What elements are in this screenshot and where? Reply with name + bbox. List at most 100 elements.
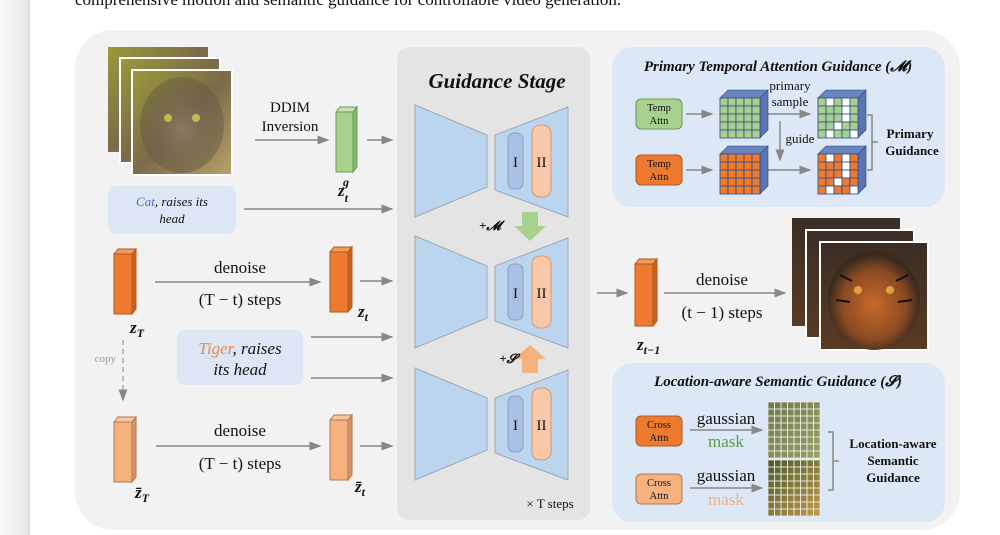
attention-cell — [727, 185, 737, 195]
zbarT-label: z̄T — [134, 483, 150, 505]
semantic-guidance-line1: Location-aware — [849, 436, 936, 451]
attention-cell — [817, 169, 827, 179]
attention-cell — [833, 113, 843, 123]
attention-cell — [727, 97, 737, 107]
zt-label: zt — [357, 302, 369, 324]
mask-cell — [813, 508, 821, 517]
generated-video-frames — [792, 218, 929, 351]
attention-cell — [751, 113, 761, 123]
attention-cell — [743, 177, 753, 187]
tiger-prompt-line1: Tiger, raises — [198, 339, 282, 358]
attention-cell — [719, 153, 729, 163]
temp-attn-source-line2: Attn — [650, 116, 669, 127]
attention-cell — [849, 105, 859, 115]
ddim-label-2: Inversion — [262, 119, 319, 135]
attention-cell — [735, 177, 745, 187]
attention-cell — [849, 161, 859, 171]
attention-cell — [719, 177, 729, 187]
zT-label: zT — [129, 318, 145, 340]
attention-cube — [817, 89, 867, 139]
attention-cell — [817, 129, 827, 139]
zbart-label: z̄t — [354, 477, 366, 499]
attention-cube — [817, 145, 867, 195]
cross-attn-source-box — [635, 415, 683, 447]
cross-attn-target-line1: Cross — [647, 478, 671, 489]
attention-cell — [719, 97, 729, 107]
attention-cell — [833, 153, 843, 163]
primary-label-2: sample — [772, 94, 809, 109]
attention-cell — [825, 177, 835, 187]
attention-cell — [751, 185, 761, 195]
block-I-label: I — [513, 418, 518, 434]
attention-cell — [825, 169, 835, 179]
attention-cell — [743, 113, 753, 123]
attention-cell — [743, 105, 753, 115]
gaussian-label-2: gaussian — [697, 466, 756, 485]
attention-cell — [825, 97, 835, 107]
attention-cell — [727, 153, 737, 163]
attention-cell — [817, 153, 827, 163]
block-II — [531, 124, 552, 198]
semantic-guidance-line2: Semantic — [867, 453, 919, 468]
attention-cell — [751, 105, 761, 115]
denoise-label-bottom: denoise — [214, 421, 266, 440]
attention-cell — [833, 185, 843, 195]
attention-cell — [719, 129, 729, 139]
attention-cell — [841, 153, 851, 163]
attention-cell — [735, 97, 745, 107]
masked-attention-map — [767, 459, 821, 517]
primary-guidance-line1: Primary — [887, 126, 934, 141]
ddim-label-1: DDIM — [270, 100, 310, 116]
attention-cell — [751, 161, 761, 171]
masked-attention-map — [767, 401, 821, 459]
plus-S-label: +𝓢 — [499, 351, 520, 366]
temp-attn-target-line1: Temp — [647, 159, 671, 170]
attention-cell — [751, 169, 761, 179]
attention-cell — [743, 129, 753, 139]
attention-cell — [727, 113, 737, 123]
attention-cell — [825, 185, 835, 195]
source-video-frames — [108, 47, 233, 176]
block-II-label: II — [537, 155, 547, 171]
attention-cell — [727, 105, 737, 115]
attention-cell — [833, 129, 843, 139]
attention-cell — [833, 105, 843, 115]
temp-attn-source-line1: Temp — [647, 103, 671, 114]
attention-cell — [719, 113, 729, 123]
attention-cell — [751, 129, 761, 139]
attention-cell — [841, 161, 851, 171]
primary-bracket — [867, 114, 878, 171]
attention-cell — [825, 161, 835, 171]
attention-cell — [817, 121, 827, 131]
attention-cell — [735, 113, 745, 123]
attention-cell — [727, 129, 737, 139]
attention-cell — [849, 129, 859, 139]
attention-cell — [751, 97, 761, 107]
attention-cell — [841, 129, 851, 139]
temp-attn-target-line2: Attn — [650, 172, 669, 183]
denoise-label-top: denoise — [214, 258, 266, 277]
attention-cell — [719, 169, 729, 179]
semantic-panel-title: Location-aware Semantic Guidance (𝓢) — [653, 374, 902, 390]
attention-cell — [735, 105, 745, 115]
attention-cell — [849, 169, 859, 179]
latent-zT — [112, 247, 138, 316]
steps-label-top: (T − t) steps — [199, 290, 281, 309]
guidance-stage-title: Guidance Stage — [428, 69, 565, 93]
attention-cell — [743, 121, 753, 131]
cat-prompt-line2: head — [159, 211, 185, 226]
attention-cell — [833, 169, 843, 179]
attention-cell — [825, 121, 835, 131]
attention-cell — [817, 177, 827, 187]
attention-cell — [727, 177, 737, 187]
attention-cell — [719, 105, 729, 115]
attention-cell — [833, 121, 843, 131]
mask-cell — [813, 450, 821, 459]
block-I — [507, 263, 524, 321]
attention-cell — [833, 177, 843, 187]
attention-cell — [735, 161, 745, 171]
